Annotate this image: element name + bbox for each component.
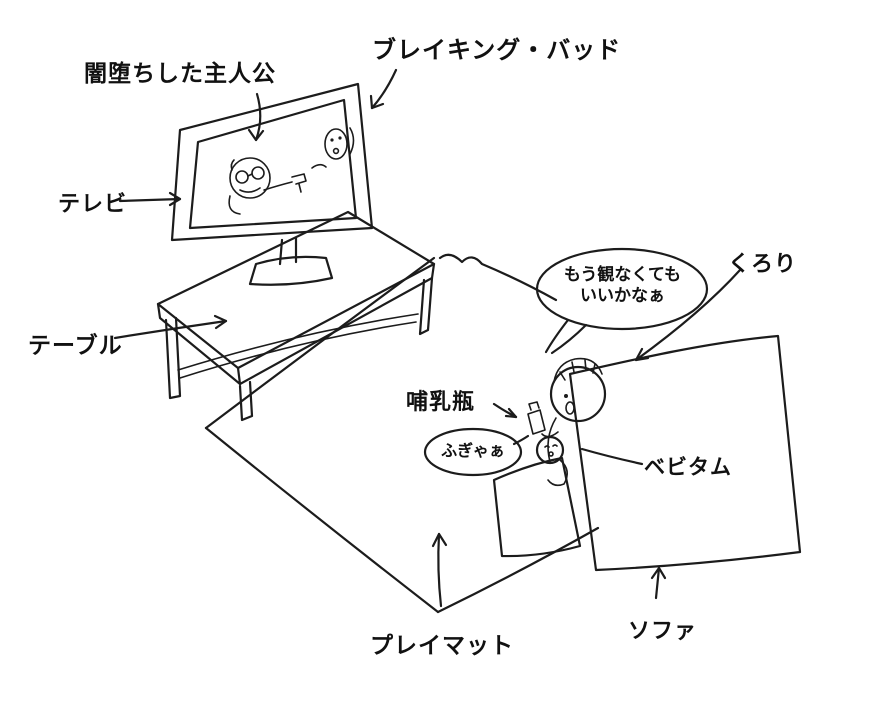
- speech-text-kurori-line1: もう観なくても: [563, 265, 682, 284]
- label-sofa: ソファ: [628, 618, 698, 643]
- speech-text-baby-cry: ふぎゃぁ: [441, 443, 505, 460]
- label-bebitam: ベビタム: [644, 456, 732, 479]
- baby-drawing: [535, 435, 568, 487]
- label-kurori: くろり: [728, 251, 798, 276]
- label-baby-bottle: 哺乳瓶: [406, 389, 476, 414]
- arrow-table: [113, 314, 228, 340]
- arrow-playmat: [431, 532, 448, 608]
- arrow-tv: [118, 191, 182, 207]
- bottle-drawing: [527, 401, 546, 435]
- label-table: テーブル: [28, 332, 123, 358]
- speech-bubble-large: [535, 247, 709, 355]
- label-breaking-bad: ブレイキング・バッド: [372, 37, 622, 64]
- table-drawing: [156, 210, 436, 422]
- person-drawing: [541, 357, 607, 463]
- arrow-bottle: [492, 402, 518, 419]
- label-playmat: プレイマット: [370, 632, 514, 658]
- label-protagonist: 闇堕ちした主人公: [84, 60, 276, 86]
- tv-drawing: [170, 82, 374, 286]
- arrow-protagonist: [247, 92, 265, 142]
- pointer-bebitam: [580, 447, 644, 466]
- arrow-sofa: [650, 566, 667, 600]
- speech-text-kurori: もう観なくても いいかなぁ: [540, 264, 705, 307]
- playmat-drawing: [204, 253, 600, 614]
- speech-bubble-small: [423, 427, 530, 477]
- speech-text-kurori-line2: いいかなぁ: [580, 286, 665, 306]
- arrow-breaking-bad: [369, 68, 398, 110]
- arrow-kurori: [634, 268, 742, 362]
- label-tv: テレビ: [58, 191, 128, 216]
